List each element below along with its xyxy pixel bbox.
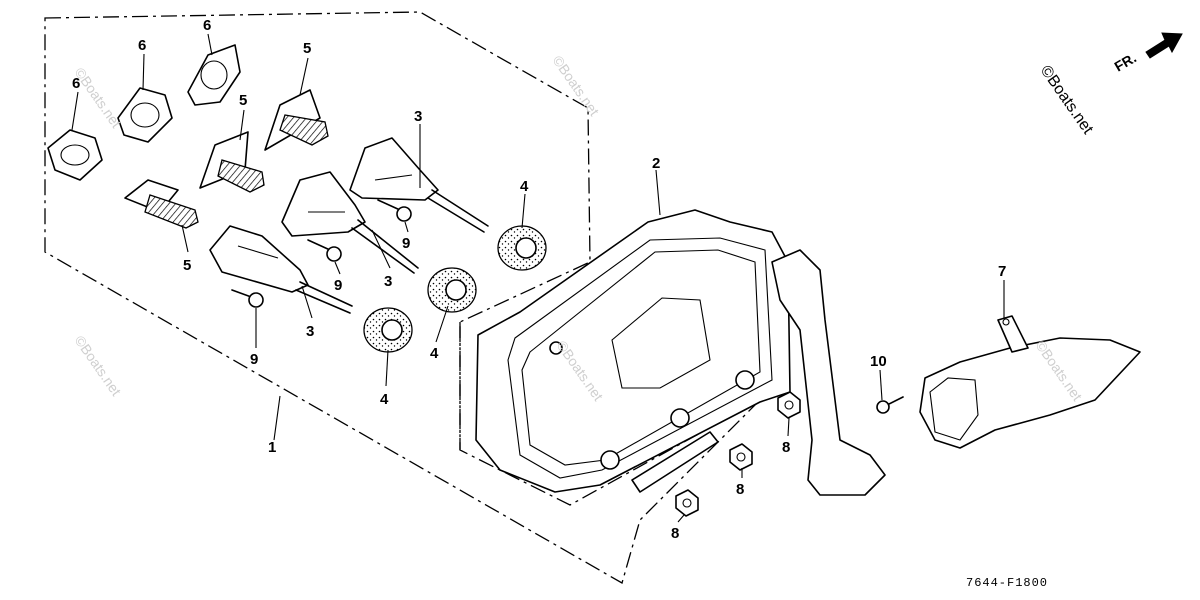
callout-3-c: 3 (414, 108, 422, 125)
gasket-6-a (47, 129, 103, 181)
front-direction-indicator: FR. (1112, 32, 1183, 75)
callout-6-c: 6 (203, 17, 211, 34)
callout-4-b: 4 (430, 345, 439, 362)
watermark-faint-a: ©Boats.net (72, 65, 125, 131)
callout-8-a: 8 (782, 439, 790, 456)
bolt-3-b (281, 171, 419, 274)
front-direction-label: FR. (1112, 49, 1140, 74)
diagram-code: 7644-F1800 (966, 576, 1048, 590)
callout-1: 1 (268, 439, 276, 456)
callout-8-c: 8 (671, 525, 679, 542)
callout-9-a: 9 (250, 351, 258, 368)
screw-10 (876, 396, 904, 414)
callout-2: 2 (652, 155, 660, 172)
gasket-6-c (187, 44, 241, 106)
spacer-4-a (363, 307, 413, 353)
watermark-faint-b: ©Boats.net (550, 53, 603, 119)
watermark-faint-c: ©Boats.net (72, 333, 125, 399)
callout-3-a: 3 (306, 323, 314, 340)
nut-8-a (777, 391, 801, 419)
callout-3-b: 3 (384, 273, 392, 290)
spacer-4-c (497, 225, 547, 271)
callout-5-c: 5 (303, 40, 311, 57)
collar-5-b (199, 131, 265, 193)
watermark-text: ©Boats.net (1037, 63, 1097, 138)
spacer-4-b (427, 267, 477, 313)
bolt-9-c (377, 199, 412, 222)
kit-boundary-outline (44, 11, 761, 584)
callout-10: 10 (870, 353, 887, 370)
callout-6-a: 6 (72, 75, 80, 92)
callout-5-b: 5 (239, 92, 247, 109)
collar-5-c (264, 89, 329, 151)
nut-8-c (675, 489, 699, 517)
callout-6-b: 6 (138, 37, 146, 54)
callout-4-c: 4 (520, 178, 529, 195)
callout-9-c: 9 (402, 235, 410, 252)
deflector-7 (919, 315, 1141, 449)
gasket-6-b (117, 87, 173, 143)
front-arrow-icon (1145, 32, 1183, 59)
leader-lines (71, 33, 1005, 523)
collar-5-a (124, 179, 199, 229)
callout-4-a: 4 (380, 391, 389, 408)
callout-9-b: 9 (334, 277, 342, 294)
callout-8-b: 8 (736, 481, 744, 498)
muffler-2 (475, 209, 886, 496)
nut-8-b (729, 443, 753, 471)
bolt-9-b (307, 239, 342, 262)
callout-5-a: 5 (183, 257, 191, 274)
callout-7: 7 (998, 263, 1006, 280)
bolt-3-a (209, 225, 353, 314)
bolt-9-a (231, 289, 264, 308)
bolt-3-c (349, 137, 489, 233)
